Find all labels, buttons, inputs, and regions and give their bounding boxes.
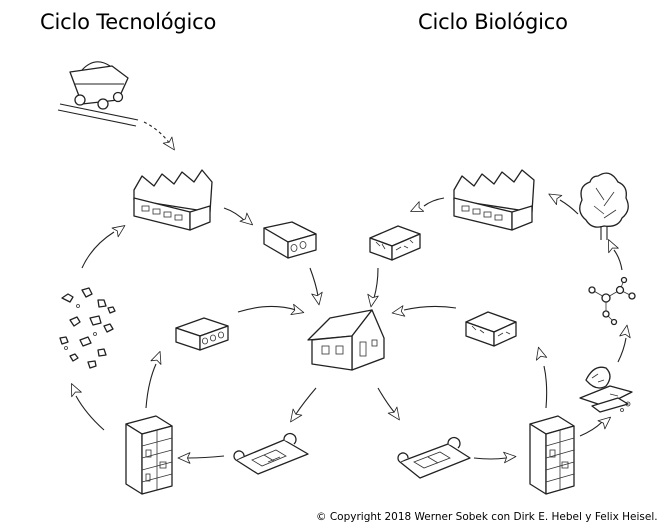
flow-arrow-3 [237, 305, 297, 313]
flow-arrow-17 [613, 249, 623, 271]
shelf-icon-tech [125, 415, 173, 495]
brick-icon-tech-top [263, 221, 317, 259]
copyright-notice: © Copyright 2018 Werner Sobek con Dirk E… [316, 511, 658, 523]
flow-arrow-8 [81, 231, 115, 269]
flow-arrow-14 [543, 365, 548, 409]
cycle-arrows [66, 121, 633, 464]
tree-icon [579, 172, 629, 240]
title-technological-cycle: Ciclo Tecnológico [40, 10, 217, 34]
flow-arrow-12 [377, 387, 395, 413]
flow-arrow-2 [309, 267, 319, 297]
organic-matter-icon [579, 366, 633, 413]
floor-plan-icon-tech [233, 432, 309, 475]
molecule-icon [588, 276, 636, 326]
shelf-icon-bio [529, 415, 575, 495]
flow-arrow-9 [373, 267, 379, 299]
mine-cart-icon [57, 61, 139, 127]
house-icon [307, 309, 385, 371]
title-biological-cycle: Ciclo Biológico [418, 10, 568, 34]
flow-arrow-7 [145, 363, 157, 409]
organic-brick-icon-bio-middle [465, 311, 517, 347]
floor-plan-icon-bio [397, 436, 471, 479]
flow-arrow-11 [403, 305, 457, 311]
flow-arrow-4 [295, 387, 317, 415]
rubble-icon [59, 287, 116, 369]
organic-brick-icon-bio-top [369, 225, 421, 261]
factory-icon-bio [453, 169, 535, 231]
brick-icon-tech-middle [175, 317, 229, 351]
flow-arrow-5 [187, 455, 225, 459]
factory-icon-tech [133, 169, 213, 231]
flow-arrow-13 [473, 457, 507, 460]
flow-arrow-15 [579, 421, 603, 437]
flow-arrow-10 [423, 197, 445, 207]
flow-arrow-18 [559, 199, 579, 215]
flow-arrow-16 [617, 337, 627, 363]
flow-arrow-dashed [143, 121, 171, 145]
flow-arrow-6 [75, 395, 105, 431]
